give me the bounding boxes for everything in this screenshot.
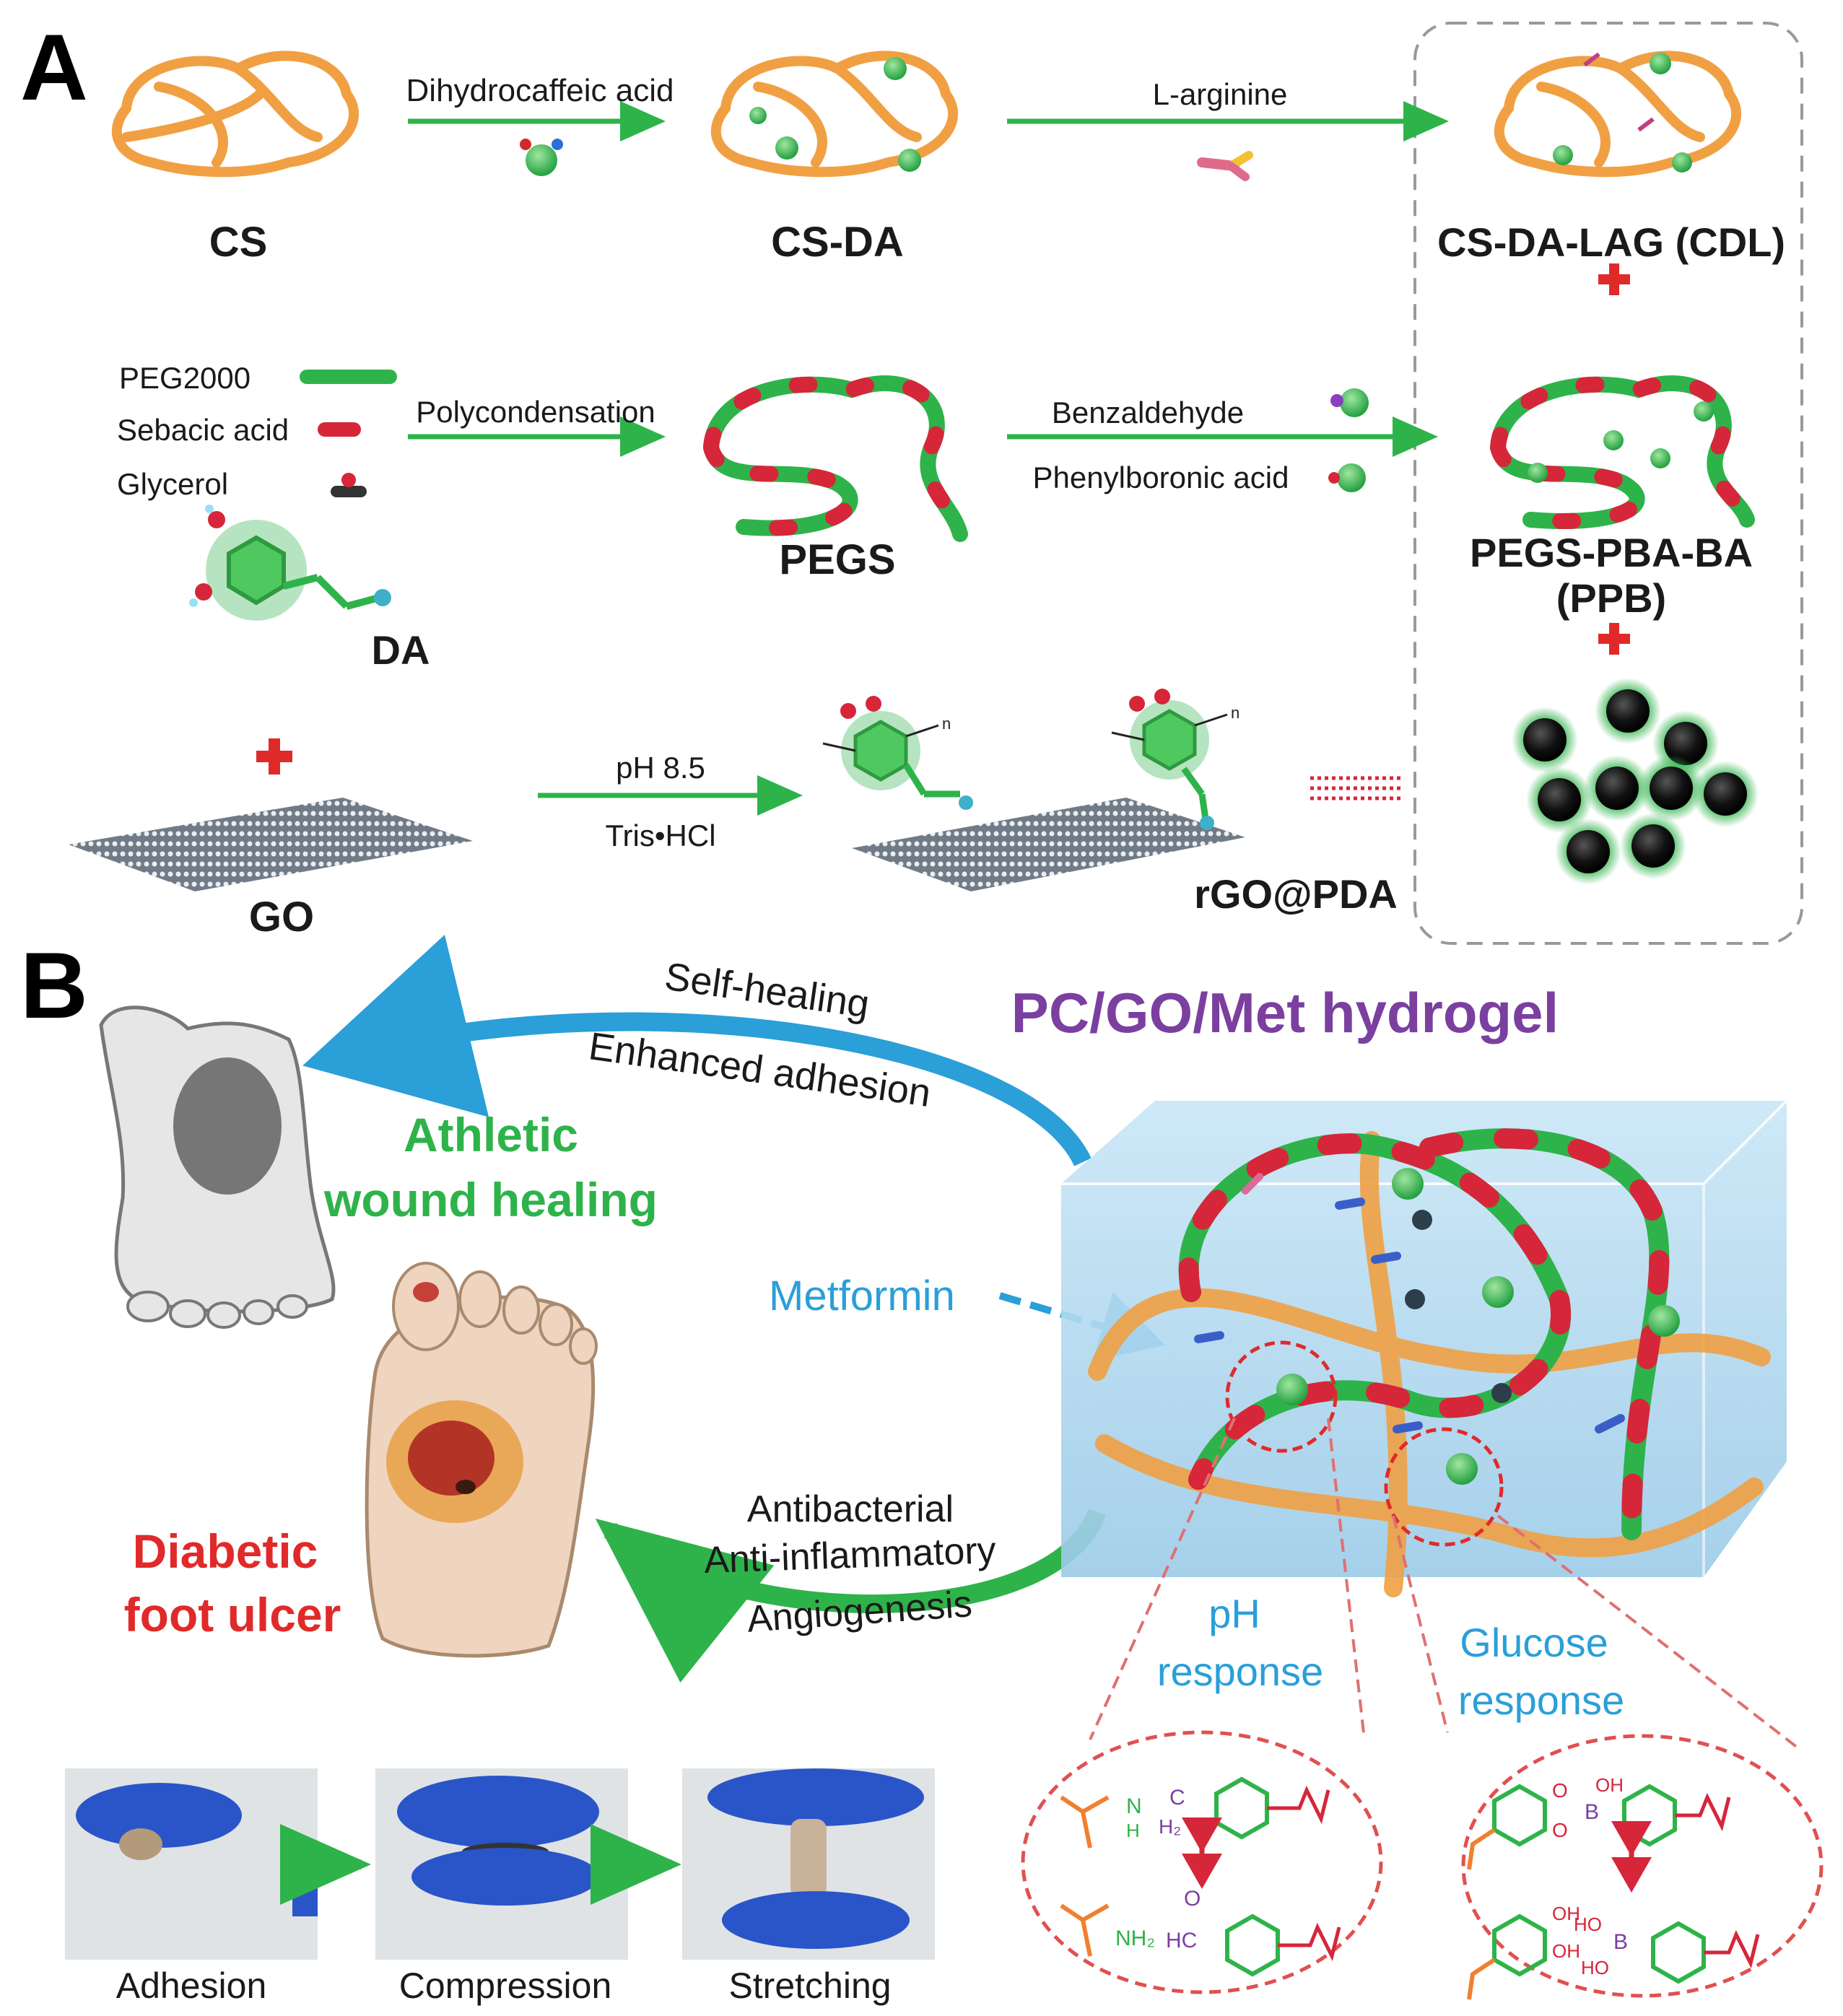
- ph-response-line1: pH: [1208, 1591, 1260, 1636]
- glu-b1-label: B: [1585, 1800, 1599, 1824]
- legend-sebacic: Sebacic acid: [117, 413, 289, 447]
- cdl-polymer: [1494, 51, 1742, 178]
- plus-icon-1: [1598, 263, 1630, 295]
- ph-h-label: H: [1126, 1820, 1140, 1841]
- glucose-response-line2: response: [1458, 1677, 1624, 1723]
- n-subscript-1: n: [942, 715, 951, 733]
- ppb-polymer: [1490, 375, 1755, 529]
- ph-hc-label: HC: [1166, 1929, 1197, 1952]
- ph-chemistry-zoom: N H C H₂ NH₂ O HC: [1021, 1730, 1383, 1994]
- panel-b-letter: B: [20, 933, 88, 1038]
- adhesion-photo: [65, 1768, 318, 1960]
- anti-inflammatory-label: Anti-inflammatory: [703, 1530, 996, 1581]
- glu-o2-label: O: [1552, 1819, 1568, 1841]
- glu-b2-label: B: [1613, 1930, 1628, 1954]
- ccl-dashed-box: [1413, 22, 1803, 945]
- adhesion-label: Adhesion: [116, 1965, 267, 2006]
- diabetic-foot-sketch: [365, 1262, 598, 1658]
- plus-icon-3: [256, 738, 292, 774]
- dihydrocaffeic-acid-icon: [520, 139, 563, 176]
- glycerol-icon: [331, 473, 367, 497]
- metformin-label: Metformin: [769, 1273, 955, 1319]
- da-label: DA: [372, 627, 430, 673]
- rgo-sheet: [852, 798, 1245, 891]
- plus-icon-2: [1598, 623, 1630, 655]
- zoom-lines: [1089, 1418, 1803, 1752]
- ph-n-label: N: [1126, 1794, 1142, 1818]
- athletic-foot-sketch: [99, 1005, 336, 1329]
- athletic-label-1: Athletic: [404, 1108, 578, 1161]
- legend-peg2000: PEG2000: [119, 361, 250, 395]
- stretching-label: Stretching: [728, 1965, 891, 2006]
- stretching-photo: [682, 1768, 935, 1960]
- pegs-label: PEGS: [779, 536, 895, 583]
- highlight-circles: [1225, 1340, 1504, 1547]
- tris-cond-label: Tris•HCl: [605, 819, 715, 852]
- step1-label: Dihydrocaffeic acid: [406, 73, 674, 108]
- glu-ho2-label: HO: [1581, 1957, 1609, 1978]
- ph-nh2-label: NH₂: [1115, 1926, 1155, 1950]
- da-molecule: [189, 505, 391, 621]
- go-sheet: [69, 798, 473, 891]
- glu-oh3-label: OH: [1552, 1940, 1580, 1962]
- phenylboronic-label: Phenylboronic acid: [1033, 461, 1289, 494]
- enhanced-adhesion-label: Enhanced adhesion: [586, 1024, 933, 1115]
- equals-dashes: [1310, 776, 1400, 800]
- ppb-label-line1: PEGS-PBA-BA: [1470, 530, 1753, 575]
- rgo-pda-nanoparticles: [1512, 678, 1759, 885]
- compression-label: Compression: [399, 1965, 612, 2006]
- legend-glycerol: Glycerol: [117, 467, 228, 501]
- step2-label: L-arginine: [1153, 77, 1288, 111]
- pda-monomer-1: n: [822, 696, 973, 810]
- glu-ho1-label: HO: [1574, 1914, 1602, 1935]
- ph-response-line2: response: [1157, 1649, 1323, 1694]
- ppb-label-line2: (PPB): [1556, 575, 1666, 621]
- cs-label: CS: [209, 219, 268, 266]
- ph-o-label: O: [1184, 1887, 1201, 1911]
- go-label: GO: [249, 894, 314, 941]
- polycondensation-label: Polycondensation: [416, 395, 655, 429]
- ph-h2-label: H₂: [1159, 1815, 1181, 1838]
- hydrogel-network: [1088, 1128, 1771, 1597]
- ph-c-label: C: [1169, 1786, 1185, 1810]
- rgo-pda-label: rGO@PDA: [1194, 871, 1398, 917]
- phenylboronic-icon: [1328, 463, 1366, 492]
- panel-a-letter: A: [20, 14, 88, 120]
- diabetic-label-1: Diabetic: [133, 1524, 318, 1578]
- top-blue-arrow: [302, 935, 1092, 1166]
- n-subscript-2: n: [1231, 704, 1239, 722]
- benzaldehyde-label: Benzaldehyde: [1052, 396, 1244, 429]
- hydrogel-cube: [1061, 1099, 1788, 1577]
- diabetic-label-2: foot ulcer: [124, 1588, 341, 1641]
- hydrogel-title: PC/GO/Met hydrogel: [1011, 981, 1559, 1044]
- benzaldehyde-icon: [1330, 388, 1369, 417]
- pda-monomer-2: n: [1111, 689, 1239, 830]
- glu-oh2-label: OH: [1552, 1903, 1580, 1924]
- antibacterial-label: Antibacterial: [747, 1488, 954, 1530]
- cdl-label: CS-DA-LAG (CDL): [1437, 219, 1785, 265]
- glu-oh1-label: OH: [1595, 1774, 1624, 1796]
- l-arginine-icon: [1197, 151, 1253, 181]
- ph-cond-label: pH 8.5: [616, 751, 705, 785]
- glucose-response-line1: Glucose: [1460, 1620, 1608, 1665]
- athletic-label-2: wound healing: [323, 1173, 658, 1226]
- glu-o1-label: O: [1552, 1779, 1568, 1802]
- cs-polymer: [111, 51, 360, 178]
- glucose-chemistry-zoom: O O B OH OH OH HO B HO: [1461, 1734, 1824, 2000]
- compression-photo: [375, 1768, 628, 1960]
- pegs-polymer: [703, 375, 968, 542]
- cs-da-polymer: [710, 51, 959, 178]
- cs-da-label: CS-DA: [771, 219, 904, 266]
